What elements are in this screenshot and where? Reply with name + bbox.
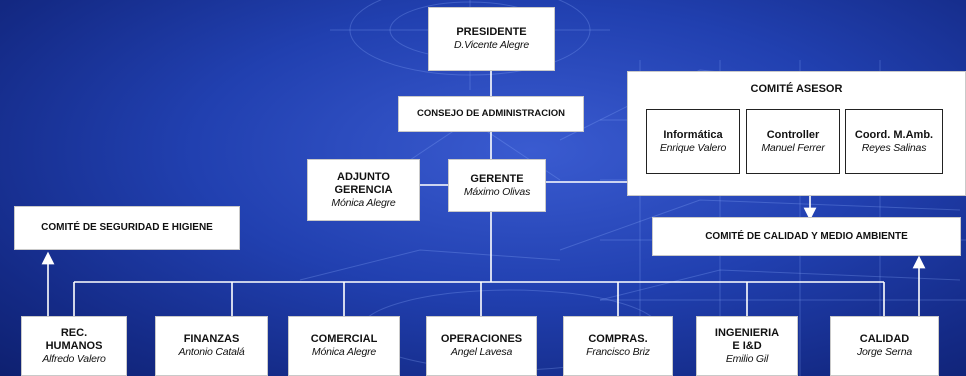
board-title: CONSEJO DE ADMINISTRACION	[417, 108, 565, 120]
department-title-line1: REC.	[60, 326, 88, 339]
department-compras: COMPRAS. Francisco Briz	[563, 316, 673, 376]
manager-title: GERENTE	[470, 172, 524, 185]
quality-committee-title: COMITÉ DE CALIDAD Y MEDIO AMBIENTE	[705, 230, 908, 242]
deputy-title-line1: ADJUNTO	[337, 170, 390, 183]
board-box: CONSEJO DE ADMINISTRACION	[398, 96, 584, 132]
advisory-title: COMITÉ ASESOR	[750, 83, 843, 95]
president-title: PRESIDENTE	[456, 26, 527, 39]
advisory-member-informatica: Informática Enrique Valero	[646, 109, 740, 174]
department-title-line1: COMPRAS.	[588, 333, 648, 346]
advisory-member-name: Manuel Ferrer	[761, 141, 825, 154]
advisory-member-controller: Controller Manuel Ferrer	[746, 109, 840, 174]
department-comercial: COMERCIAL Mónica Alegre	[288, 316, 400, 376]
department-calidad: CALIDAD Jorge Serna	[830, 316, 939, 376]
deputy-name: Mónica Alegre	[331, 196, 396, 209]
president-box: PRESIDENTE D.Vicente Alegre	[428, 7, 555, 71]
department-title-line1: INGENIERIA	[714, 326, 780, 339]
department-title-line1: CALIDAD	[859, 333, 910, 346]
department-operaciones: OPERACIONES Angel Lavesa	[426, 316, 537, 376]
department-title-line1: OPERACIONES	[440, 333, 523, 346]
department-title-line2: HUMANOS	[45, 339, 103, 352]
safety-committee-box: COMITÉ DE SEGURIDAD E HIGIENE	[14, 206, 240, 250]
department-title-line1: COMERCIAL	[310, 333, 378, 346]
department-finanzas: FINANZAS Antonio Catalá	[155, 316, 268, 376]
department-head: Jorge Serna	[856, 346, 912, 359]
advisory-member-title: Controller	[766, 128, 820, 141]
deputy-title-line2: GERENCIA	[334, 183, 393, 196]
deputy-box: ADJUNTO GERENCIA Mónica Alegre	[307, 159, 420, 221]
department-hr: REC. HUMANOS Alfredo Valero	[21, 316, 127, 376]
manager-box: GERENTE Máximo Olivas	[448, 159, 546, 212]
quality-committee-box: COMITÉ DE CALIDAD Y MEDIO AMBIENTE	[652, 217, 961, 256]
safety-committee-title: COMITÉ DE SEGURIDAD E HIGIENE	[41, 222, 213, 234]
department-head: Angel Lavesa	[450, 346, 513, 359]
department-head: Mónica Alegre	[311, 346, 377, 359]
manager-name: Máximo Olivas	[463, 185, 531, 198]
department-title-line2: E I&D	[732, 339, 762, 352]
department-head: Emilio Gil	[725, 352, 769, 365]
department-ingenieria: INGENIERIA E I&D Emilio Gil	[696, 316, 798, 376]
advisory-member-coord: Coord. M.Amb. Reyes Salinas	[845, 109, 943, 174]
department-head: Francisco Briz	[586, 346, 650, 359]
department-head: Alfredo Valero	[42, 352, 106, 365]
department-title-line1: FINANZAS	[183, 333, 240, 346]
advisory-member-name: Reyes Salinas	[861, 141, 927, 154]
advisory-member-name: Enrique Valero	[659, 141, 727, 154]
advisory-member-title: Coord. M.Amb.	[854, 128, 934, 141]
department-head: Antonio Catalá	[178, 346, 245, 359]
advisory-member-title: Informática	[663, 128, 723, 141]
president-name: D.Vicente Alegre	[453, 39, 529, 52]
